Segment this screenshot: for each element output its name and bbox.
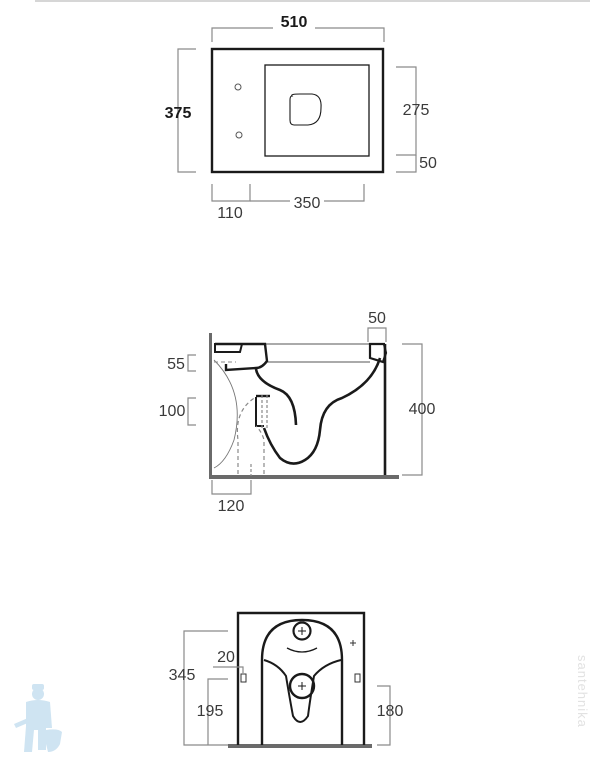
drain-outline — [289, 93, 322, 126]
top-border-line — [35, 0, 590, 2]
seat-area-outline — [264, 64, 370, 157]
dim-outlet-height: 100 — [159, 403, 186, 420]
dim-bolt-height-right: 180 — [377, 703, 404, 720]
dim-bolt-height-left: 195 — [197, 703, 224, 720]
dim-rim-thickness: 50 — [368, 310, 386, 327]
wall — [209, 333, 212, 478]
outlet-pipe — [288, 672, 316, 700]
dim-overall-height: 400 — [409, 401, 436, 418]
dim-rear-offset: 110 — [217, 205, 243, 222]
inlet-pipe — [292, 621, 312, 641]
floor — [209, 475, 399, 479]
dim-bolt-spacing: 20 — [217, 649, 235, 666]
rear-view: 345 20 195 180 — [169, 611, 404, 748]
dim-overall-depth: 375 — [165, 105, 192, 122]
dim-seat-depth: 275 — [403, 102, 430, 119]
bowl-outline-top — [210, 47, 385, 174]
dim-rear-inlet-height: 345 — [169, 667, 196, 684]
mount-hole — [235, 131, 243, 139]
top-view: 510 375 275 50 110 350 — [165, 14, 437, 222]
dim-seat-width: 350 — [294, 195, 321, 212]
mount-bolt — [354, 673, 361, 683]
mount-bolt — [240, 673, 247, 683]
side-view: 50 55 100 400 120 — [159, 310, 436, 515]
floor — [228, 744, 372, 748]
dim-overall-width: 510 — [281, 14, 308, 31]
dim-inlet-height: 55 — [167, 356, 185, 373]
dim-outlet-distance: 120 — [218, 498, 245, 515]
plumber-logo-icon — [14, 684, 62, 752]
dim-front-offset: 50 — [419, 155, 437, 172]
watermark-text: santehnika — [575, 655, 590, 728]
mount-hole — [234, 83, 242, 91]
